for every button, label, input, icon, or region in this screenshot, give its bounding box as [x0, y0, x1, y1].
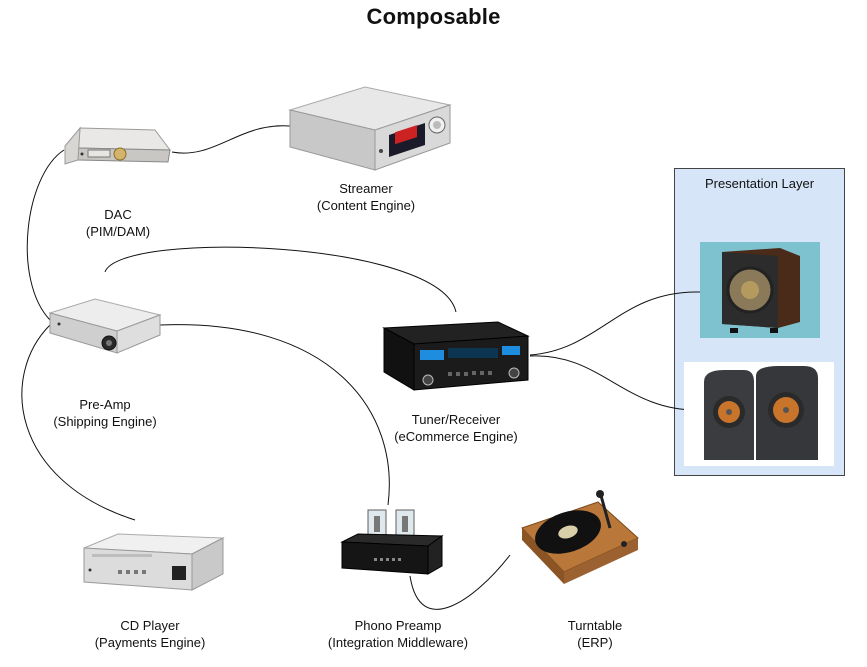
tuner-label: Tuner/Receiver (eCommerce Engine) [376, 411, 536, 445]
wire-preamp-cdplayer [21, 324, 136, 521]
phono-label: Phono Preamp (Integration Middleware) [303, 617, 493, 651]
streamer-role: (Content Engine) [316, 198, 416, 213]
presentation-layer-title: Presentation Layer [704, 176, 815, 191]
cd-player-name: CD Player [120, 618, 180, 633]
wire-tuner-speaker-top [529, 291, 701, 356]
wire-phono-turntable [409, 554, 511, 610]
streamer-label: Streamer (Content Engine) [296, 180, 436, 214]
streamer-name: Streamer [339, 181, 393, 196]
phono-preamp-image [340, 509, 444, 575]
preamp-image [48, 298, 162, 354]
dac-label: DAC (PIM/DAM) [68, 206, 168, 240]
wire-preamp-tuner [104, 246, 457, 313]
wire-preamp-phono [159, 324, 390, 506]
cd-player-image [83, 533, 225, 591]
dac-role: (PIM/DAM) [85, 224, 151, 239]
cd-player-label: CD Player (Payments Engine) [70, 617, 230, 651]
preamp-name: Pre-Amp [79, 397, 131, 412]
turntable-label: Turntable (ERP) [540, 617, 650, 651]
cd-player-role: (Payments Engine) [94, 635, 206, 650]
dac-image [64, 126, 172, 165]
turntable-name: Turntable [567, 618, 623, 633]
tuner-name: Tuner/Receiver [411, 412, 501, 427]
phono-role: (Integration Middleware) [327, 635, 469, 650]
dac-name: DAC [104, 207, 132, 222]
diagram-title: Composable [366, 4, 501, 29]
turntable-image [521, 490, 639, 584]
tuner-role: (eCommerce Engine) [394, 429, 518, 444]
turntable-role: (ERP) [577, 635, 613, 650]
bookshelf-speakers-image [684, 362, 834, 466]
wire-dac-preamp [26, 149, 65, 321]
wire-dac-streamer [171, 125, 291, 154]
streamer-image [288, 86, 452, 171]
preamp-label: Pre-Amp (Shipping Engine) [35, 396, 175, 430]
tuner-image [382, 321, 530, 391]
preamp-role: (Shipping Engine) [53, 414, 157, 429]
phono-name: Phono Preamp [354, 618, 442, 633]
wire-tuner-speaker-bottom [529, 355, 701, 411]
subwoofer-image [700, 242, 820, 338]
